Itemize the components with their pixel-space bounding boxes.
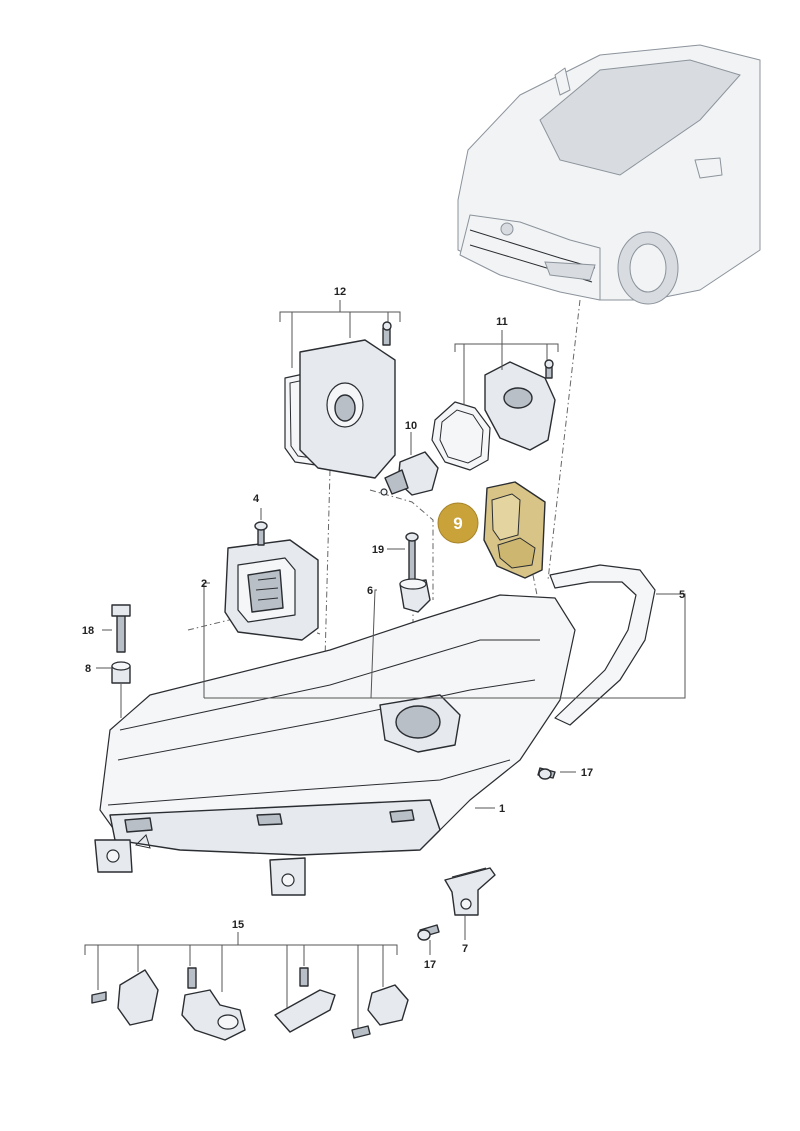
part-5-seal-strip: [549, 564, 656, 726]
part-19-screw: [405, 532, 419, 581]
callout-9: 9: [453, 514, 462, 533]
callout-19: 19: [372, 544, 384, 556]
part-2-led-module: [224, 539, 319, 641]
callout-2: 2: [201, 578, 207, 590]
part-4-screw: [254, 521, 268, 546]
callout-6: 6: [367, 585, 373, 597]
callout-labels: 12 11 10 9 4 2 19 6 5 18 8 17 1 7 17 15: [82, 286, 685, 971]
callout-1: 1: [499, 803, 505, 815]
callout-5: 5: [679, 589, 685, 601]
callout-11: 11: [496, 316, 508, 328]
part-7-bracket: [444, 867, 496, 916]
part-12-cover-assembly: [284, 321, 396, 479]
callout-7: 7: [462, 943, 468, 955]
vehicle-overview-illustration: [457, 44, 761, 305]
callout-18: 18: [82, 625, 94, 637]
part-15-repair-kit: [91, 967, 409, 1041]
part-11-cover-assembly: [431, 359, 556, 471]
part-17-screw-lower: [417, 924, 440, 941]
callout-4: 4: [253, 493, 260, 505]
callout-12: 12: [334, 286, 346, 298]
callout-15: 15: [232, 919, 244, 931]
callout-10: 10: [405, 420, 417, 432]
callout-8: 8: [85, 663, 91, 675]
part-17-screw-upper: [537, 767, 556, 780]
part-18-bolt: [111, 604, 131, 653]
leader-lines: [84, 300, 686, 1028]
part-9-control-unit-highlighted: [437, 481, 546, 579]
part-10-bulb: [380, 451, 439, 496]
callout-17-upper: 17: [581, 767, 593, 779]
part-6-adjuster: [399, 578, 431, 613]
callout-17-lower: 17: [424, 959, 436, 971]
part-1-headlight-housing: [94, 594, 576, 896]
part-8-bushing: [111, 661, 131, 684]
